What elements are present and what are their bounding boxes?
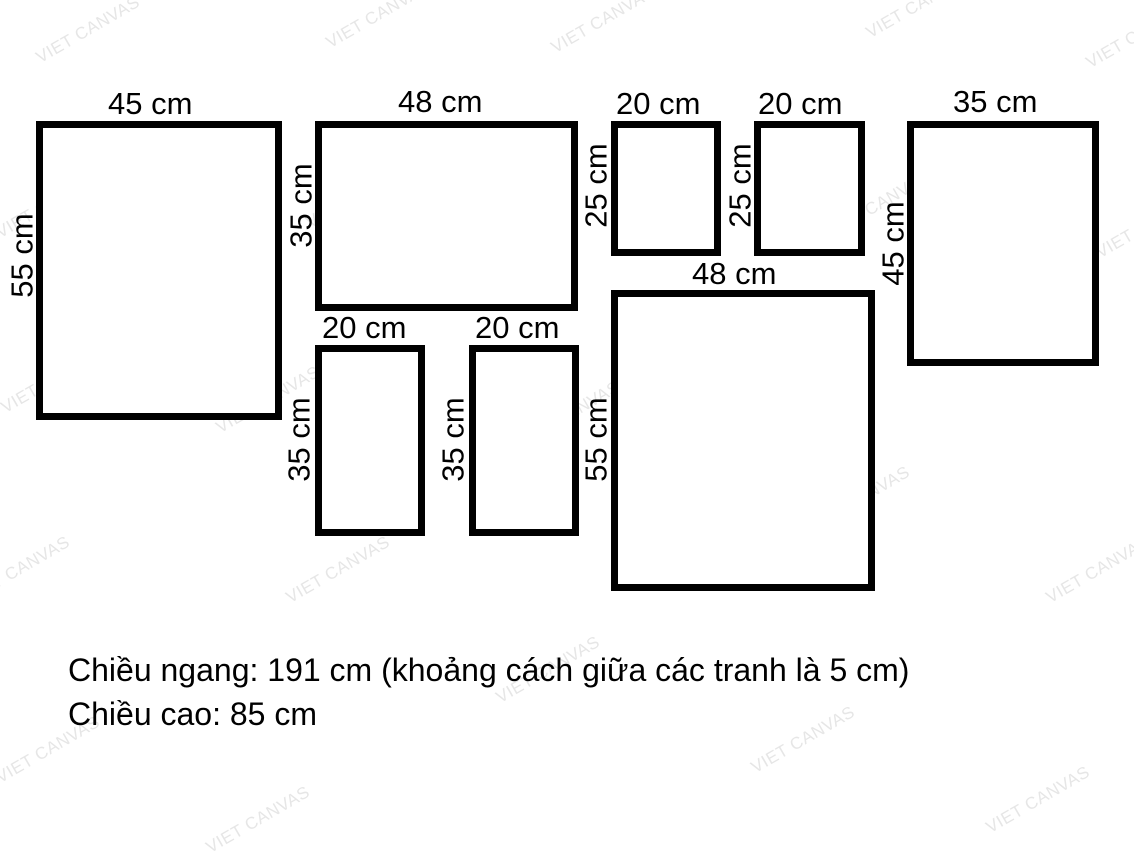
- frame-f-height-label: 35 cm: [281, 397, 317, 482]
- frame-a-height-label: 55 cm: [4, 213, 40, 298]
- frame-b-height-label: 35 cm: [283, 163, 319, 248]
- frame-20x25-right: [754, 121, 865, 256]
- frame-h-height-label: 55 cm: [578, 397, 614, 482]
- frame-a-width-label: 45 cm: [108, 86, 193, 121]
- frame-b-width-label: 48 cm: [398, 84, 483, 119]
- frame-35x45: [907, 121, 1099, 366]
- frame-48x35: [315, 121, 578, 311]
- frame-20x35-left: [315, 345, 425, 536]
- frame-g-width-label: 20 cm: [475, 310, 560, 345]
- frame-e-height-label: 45 cm: [875, 201, 911, 286]
- watermark: VIET CANVAS: [32, 0, 144, 67]
- watermark: VIET CANVAS: [1042, 532, 1134, 607]
- watermark: VIET CANVAS: [1082, 0, 1134, 72]
- frame-d-height-label: 25 cm: [722, 143, 758, 228]
- watermark: VIET CANVAS: [862, 0, 974, 42]
- watermark: VIET CANVAS: [202, 782, 314, 857]
- watermark: VIET CANVAS: [322, 0, 434, 52]
- watermark: VIET CANVAS: [547, 0, 659, 57]
- total-height-text: Chiều cao: 85 cm: [68, 696, 318, 732]
- frame-d-width-label: 20 cm: [758, 86, 843, 121]
- frame-c-height-label: 25 cm: [578, 143, 614, 228]
- watermark: VIET CANVAS: [0, 532, 74, 607]
- frame-e-width-label: 35 cm: [953, 84, 1038, 119]
- frame-c-width-label: 20 cm: [616, 86, 701, 121]
- frame-f-width-label: 20 cm: [322, 310, 407, 345]
- frame-g-height-label: 35 cm: [435, 397, 471, 482]
- watermark: VIET CANVAS: [982, 762, 1094, 837]
- watermark: VIET CANVAS: [282, 532, 394, 607]
- watermark: VIET CANVAS: [747, 702, 859, 777]
- frame-h-width-label: 48 cm: [692, 256, 777, 291]
- frame-45x55: [36, 121, 282, 420]
- frame-20x25-left: [611, 121, 721, 256]
- frame-20x35-right: [469, 345, 579, 536]
- total-width-text: Chiều ngang: 191 cm (khoảng cách giữa cá…: [68, 652, 910, 688]
- frame-48x55: [611, 290, 875, 591]
